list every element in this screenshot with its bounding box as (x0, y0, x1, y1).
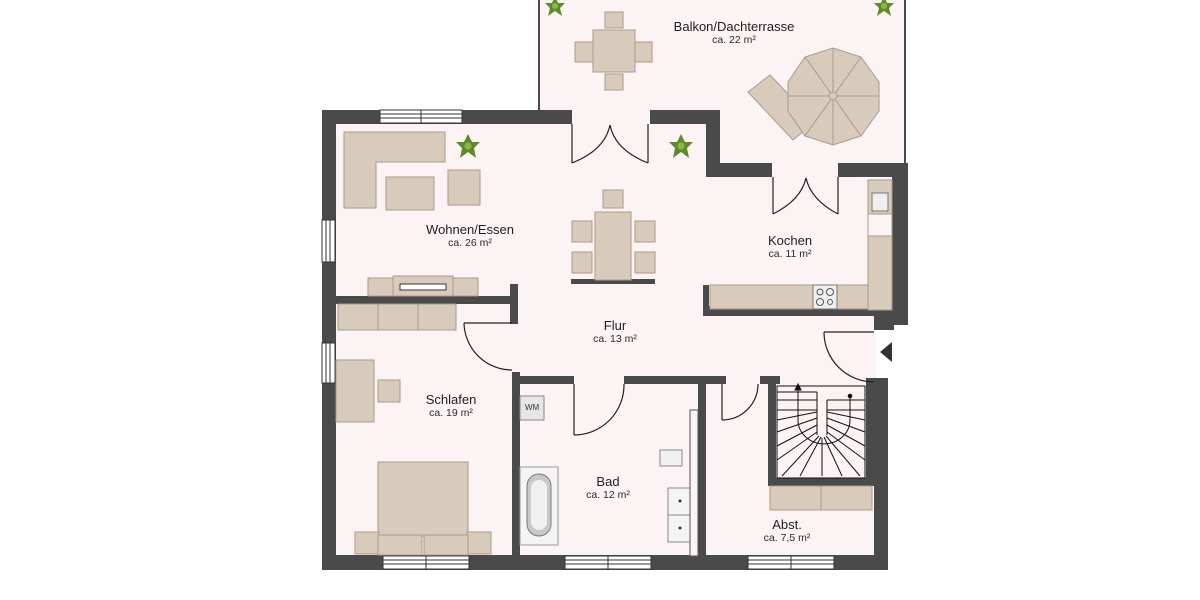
room-area: ca. 11 m² (768, 248, 812, 260)
room-area: ca. 19 m² (429, 407, 473, 419)
plant-icon (545, 0, 565, 16)
room-area: ca. 13 m² (593, 333, 637, 345)
storage-cabinets (769, 485, 873, 511)
room-label-wohnen: Wohnen/Essen ca. 26 m² (426, 222, 514, 250)
room-name: Abst. (772, 517, 802, 532)
room-label-flur: Flur ca. 13 m² (593, 318, 637, 346)
wardrobe (337, 303, 457, 331)
room-name: Kochen (767, 233, 813, 248)
washing-machine (519, 395, 545, 421)
door-schlafen (463, 322, 513, 371)
desk (335, 359, 375, 423)
cooktop-icon (812, 284, 838, 310)
staircase (776, 382, 866, 479)
room-name: Wohnen/Essen (426, 222, 514, 237)
door-bad (573, 383, 625, 436)
coffee-table (385, 176, 435, 211)
room-name: Bad (596, 474, 620, 489)
room-area: ca. 12 m² (586, 489, 630, 501)
room-name: Balkon/Dachterrasse (673, 19, 795, 34)
doors (463, 124, 875, 436)
bathtub (519, 466, 559, 546)
windows (321, 109, 835, 570)
plants (456, 0, 894, 158)
room-label-abst: Abst. ca. 7,5 m² (764, 517, 811, 545)
dining-table (571, 189, 656, 281)
room-label-balkon: Balkon/Dachterrasse ca. 22 m² (674, 19, 795, 47)
room-area: ca. 26 m² (448, 237, 492, 249)
balcony-railing (538, 0, 906, 168)
bed (354, 461, 492, 556)
armchair (447, 169, 481, 206)
bad-installation-wall (689, 409, 699, 557)
window-bad-bottom (564, 555, 652, 570)
window-abst-bottom (747, 555, 835, 570)
room-label-bad: Bad ca. 12 m² (586, 474, 630, 502)
window-schlafen-bottom (382, 555, 470, 570)
room-area: ca. 22 m² (712, 34, 756, 46)
parasol (787, 47, 880, 146)
window-schlafen-left (321, 342, 336, 384)
furniture (335, 11, 893, 556)
bathroom-fixtures (519, 395, 691, 546)
toilet (659, 449, 683, 467)
door-abst (721, 383, 759, 421)
balcony-table (574, 11, 653, 91)
plant-icon (874, 0, 894, 16)
kitchen-sink (871, 192, 889, 212)
door-balkon-wohnen (571, 124, 649, 164)
tv-sideboard (367, 275, 479, 297)
room-name: Flur (603, 318, 627, 333)
room-name: Schlafen (425, 392, 477, 407)
door-entrance (823, 331, 875, 383)
window-wohnen-left (321, 219, 336, 263)
entrance-arrow-icon (880, 342, 892, 362)
washing-machine-label: WM (525, 403, 540, 412)
plant-icon (456, 134, 480, 158)
kitchen-fridge-area (867, 213, 893, 237)
sofa (343, 131, 446, 209)
plant-icon (669, 134, 693, 158)
room-area: ca. 7,5 m² (763, 532, 811, 544)
door-balkon-kochen (772, 177, 839, 215)
desk-chair (377, 379, 401, 403)
window-wohnen-top (379, 109, 463, 124)
double-sink (667, 487, 691, 543)
room-label-schlafen: Schlafen ca. 19 m² (426, 392, 477, 420)
room-label-kochen: Kochen ca. 11 m² (768, 233, 812, 261)
